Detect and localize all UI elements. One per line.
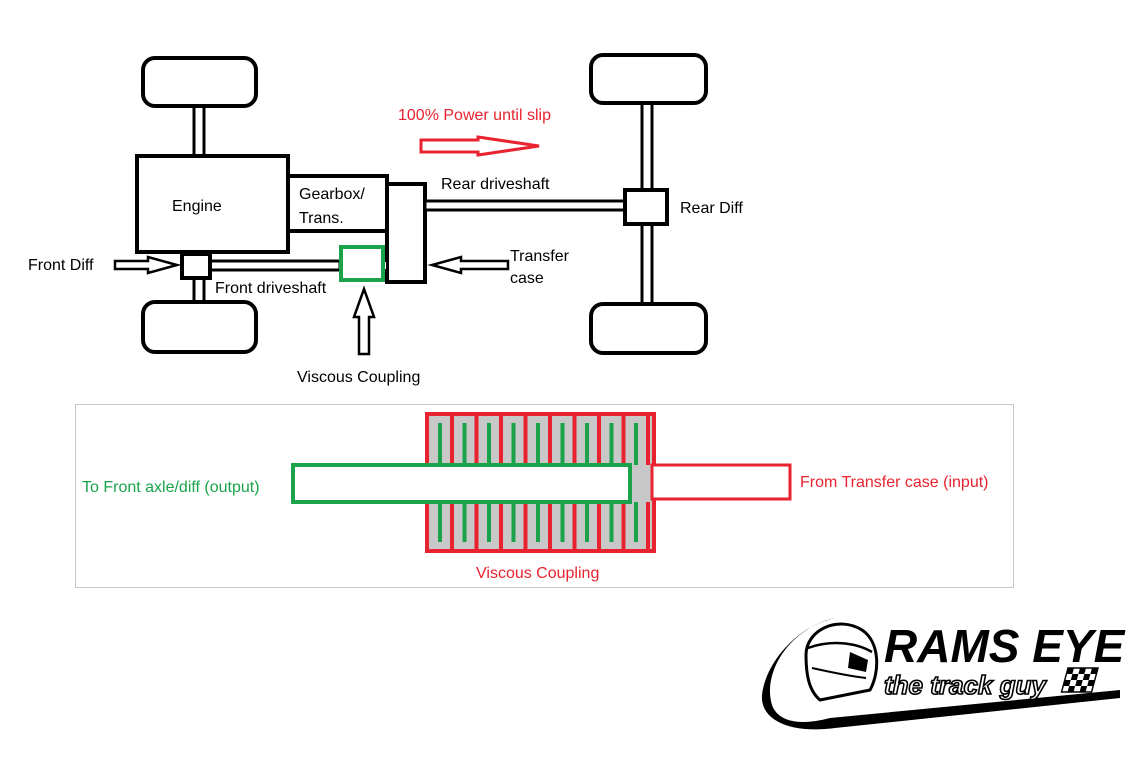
gearbox-label-line1: Gearbox/: [299, 186, 365, 203]
output-shaft: [291, 463, 632, 504]
viscous-coupling-label: Viscous Coupling: [297, 369, 420, 386]
front-axle-shaft-lower: [192, 274, 206, 306]
gearbox-label-line2: Trans.: [299, 210, 344, 227]
front-diff-label: Front Diff: [28, 257, 94, 274]
rear-diff-block: [623, 188, 669, 226]
front-right-wheel: [141, 300, 258, 354]
rear-axle-shaft-lower: [640, 221, 654, 307]
transfer-case-label-line1: Transfer: [510, 248, 570, 265]
rear-driveshaft-label: Rear driveshaft: [441, 176, 550, 193]
engine-label: Engine: [172, 198, 222, 215]
viscous-coupling-block: [339, 245, 385, 282]
viscous-coupling-arrow: [352, 285, 376, 356]
front-driveshaft-label: Front driveshaft: [215, 280, 327, 297]
front-diff-block: [180, 252, 212, 280]
power-note-label: 100% Power until slip: [398, 107, 551, 124]
input-label: From Transfer case (input): [800, 474, 989, 491]
output-label: To Front axle/diff (output): [82, 479, 260, 496]
checkered-flag-icon: [1060, 667, 1099, 693]
transfer-case-block: [385, 182, 427, 284]
logo-title: RAMS EYE: [884, 620, 1126, 672]
transfer-case-arrow: [427, 255, 510, 275]
front-left-wheel: [141, 56, 258, 108]
gearbox-block: [286, 174, 389, 233]
engine-block: [135, 154, 290, 254]
power-flow-arrow: [419, 135, 540, 157]
coupling-caption: Viscous Coupling: [476, 565, 599, 582]
rear-driveshaft: [423, 199, 627, 212]
rear-diff-label: Rear Diff: [680, 200, 743, 217]
rear-axle-shaft-upper: [640, 100, 654, 193]
input-shaft: [650, 463, 792, 501]
transfer-case-label-line2: case: [510, 270, 544, 287]
rear-right-wheel: [589, 302, 708, 355]
front-driveshaft: [208, 259, 342, 272]
rams-eye-logo: RAMS EYE the track guy: [761, 618, 1126, 730]
front-diff-arrow: [113, 255, 182, 275]
logo-swoosh: [761, 618, 1120, 730]
logo-tagline: the track guy: [884, 670, 1047, 700]
rear-left-wheel: [589, 53, 708, 105]
rear-axle-group: [589, 53, 708, 355]
front-axle-shaft-upper: [192, 102, 206, 158]
helmet-icon: [804, 622, 879, 702]
coupling-plates: [438, 416, 650, 549]
front-axle-group: [141, 56, 258, 354]
